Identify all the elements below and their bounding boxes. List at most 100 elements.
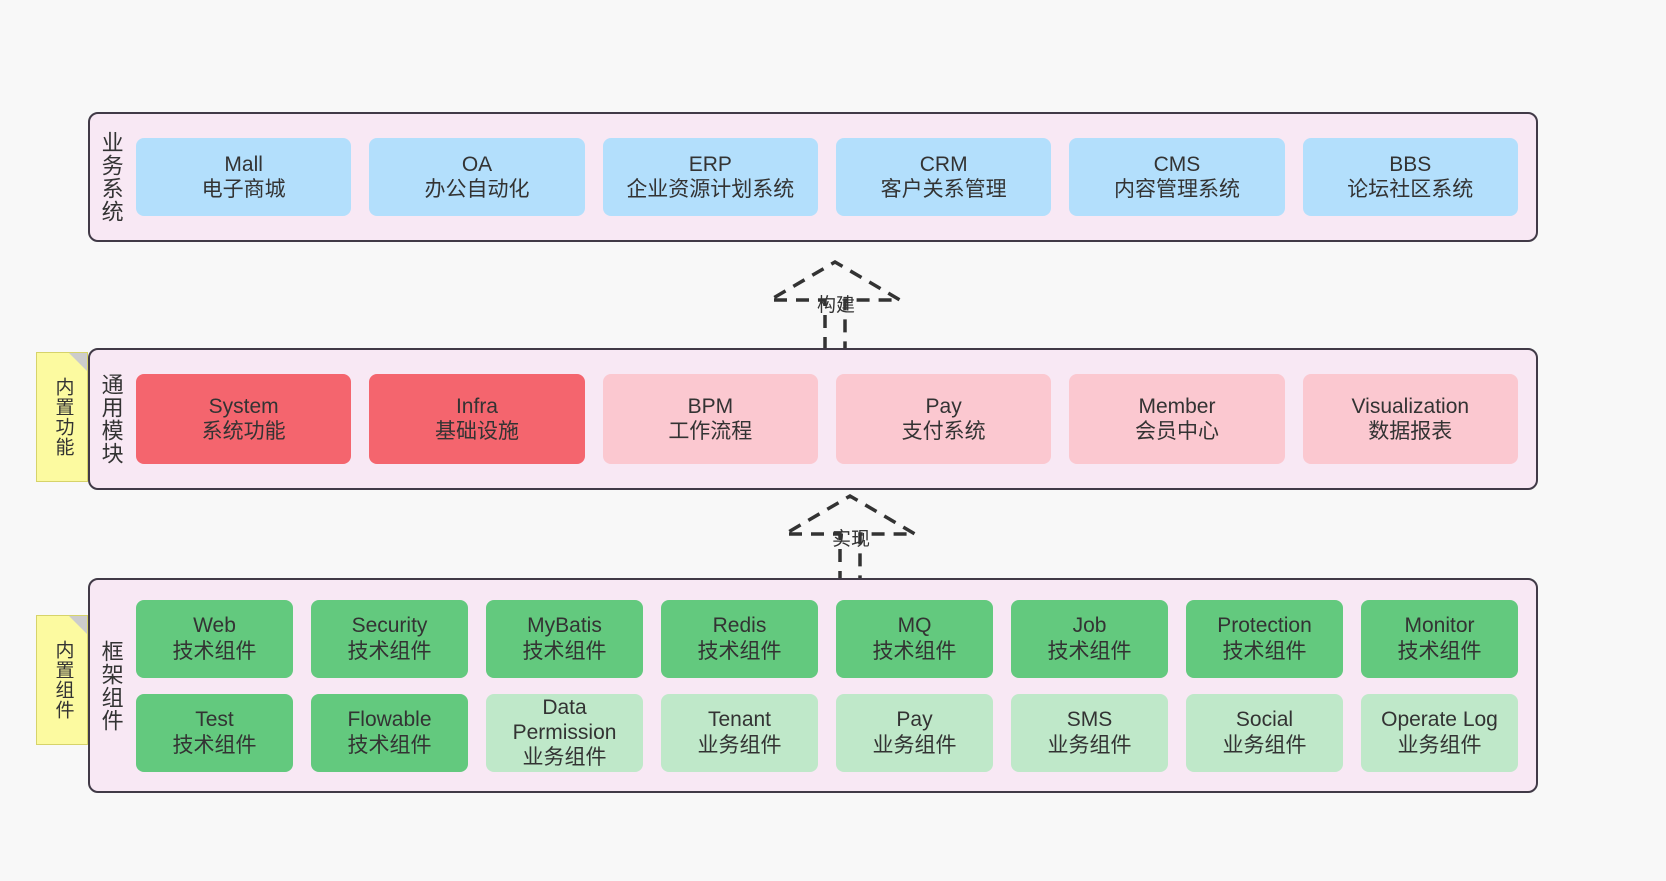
connector-implement: 实现: [770, 492, 930, 584]
tier-label-business-system: 业务系统: [98, 131, 124, 223]
module-subtitle: 支付系统: [901, 420, 986, 443]
component-title: Web: [193, 614, 236, 638]
module-title: Pay: [925, 394, 962, 418]
component-title: Protection: [1217, 614, 1312, 638]
tier-label-framework-component: 框架组件: [98, 639, 124, 732]
component-title: Data Permission: [512, 695, 617, 744]
component-subtitle: 业务组件: [522, 746, 607, 770]
component-box-test[interactable]: Test 技术组件: [136, 693, 293, 772]
component-subtitle: 业务组件: [1397, 733, 1482, 757]
component-box-job[interactable]: Job 技术组件: [1011, 599, 1168, 678]
module-title: CMS: [1153, 152, 1201, 176]
module-box-bbs[interactable]: BBS 论坛社区系统: [1302, 138, 1518, 216]
component-subtitle: 技术组件: [1222, 639, 1307, 663]
module-box-visualization[interactable]: Visualization 数据报表: [1302, 374, 1518, 464]
module-title: CRM: [919, 152, 968, 176]
module-subtitle: 数据报表: [1368, 420, 1453, 443]
component-box-protection[interactable]: Protection 技术组件: [1186, 599, 1343, 678]
component-subtitle: 技术组件: [172, 639, 257, 663]
component-box-data-permission[interactable]: Data Permission 业务组件: [486, 693, 643, 772]
tier-framework-component: 框架组件 Web 技术组件 Security 技术组件 MyBatis 技术组件…: [88, 578, 1538, 793]
module-box-member[interactable]: Member 会员中心: [1069, 374, 1285, 464]
tier-row: Web 技术组件 Security 技术组件 MyBatis 技术组件 Redi…: [136, 599, 1518, 678]
component-box-monitor[interactable]: Monitor 技术组件: [1361, 599, 1518, 678]
component-title: Tenant: [707, 708, 772, 732]
module-subtitle: 企业资源计划系统: [626, 178, 795, 201]
component-subtitle: 业务组件: [1222, 733, 1307, 757]
component-box-mybatis[interactable]: MyBatis 技术组件: [486, 599, 643, 678]
component-title: Pay: [896, 708, 933, 732]
tier-body-business-system: Mall 电子商城 OA 办公自动化 ERP 企业资源计划系统 CRM 客户关系…: [132, 114, 1536, 240]
module-subtitle: 工作流程: [668, 420, 753, 443]
module-box-cms[interactable]: CMS 内容管理系统: [1069, 138, 1285, 216]
tier-body-framework-component: Web 技术组件 Security 技术组件 MyBatis 技术组件 Redi…: [132, 580, 1536, 791]
module-subtitle: 基础设施: [434, 420, 519, 443]
component-box-sms[interactable]: SMS 业务组件: [1011, 693, 1168, 772]
generalization-arrow-icon: [763, 259, 907, 350]
module-subtitle: 论坛社区系统: [1347, 178, 1474, 201]
module-title: Mall: [224, 152, 263, 176]
connector-label-implement: 实现: [832, 529, 871, 550]
component-box-web[interactable]: Web 技术组件: [136, 599, 293, 678]
tier-row: System 系统功能 Infra 基础设施 BPM 工作流程 Pay 支付系统…: [136, 374, 1518, 464]
component-box-redis[interactable]: Redis 技术组件: [661, 599, 818, 678]
module-box-infra[interactable]: Infra 基础设施: [369, 374, 585, 464]
component-subtitle: 业务组件: [697, 733, 782, 757]
tier-business-system: 业务系统 Mall 电子商城 OA 办公自动化 ERP 企业资源计划系统 CRM…: [88, 112, 1538, 242]
tier-row: Test 技术组件 Flowable 技术组件 Data Permission …: [136, 693, 1518, 772]
component-box-tenant[interactable]: Tenant 业务组件: [661, 693, 818, 772]
generalization-arrow-icon: [778, 493, 922, 584]
component-title: Flowable: [347, 708, 432, 732]
connector-label-build: 构建: [817, 295, 856, 316]
component-subtitle: 技术组件: [1047, 639, 1132, 663]
component-box-mq[interactable]: MQ 技术组件: [836, 599, 993, 678]
component-title: MyBatis: [527, 614, 602, 638]
component-subtitle: 技术组件: [172, 733, 257, 757]
module-box-oa[interactable]: OA 办公自动化: [369, 138, 585, 216]
module-box-erp[interactable]: ERP 企业资源计划系统: [602, 138, 818, 216]
note-builtin-component: 内置组件: [36, 615, 88, 745]
component-title: Social: [1235, 708, 1294, 732]
module-box-crm[interactable]: CRM 客户关系管理: [835, 138, 1052, 216]
note-builtin-function: 内置功能: [36, 352, 88, 482]
module-box-bpm[interactable]: BPM 工作流程: [602, 374, 818, 464]
component-title: Test: [195, 708, 234, 732]
module-box-system[interactable]: System 系统功能: [136, 374, 352, 464]
module-box-mall[interactable]: Mall 电子商城: [136, 138, 352, 216]
component-subtitle: 技术组件: [1397, 639, 1482, 663]
tier-row: Mall 电子商城 OA 办公自动化 ERP 企业资源计划系统 CRM 客户关系…: [136, 138, 1518, 216]
component-title: Job: [1072, 614, 1107, 638]
tier-body-common-module: System 系统功能 Infra 基础设施 BPM 工作流程 Pay 支付系统…: [132, 350, 1536, 488]
component-box-flowable[interactable]: Flowable 技术组件: [311, 693, 468, 772]
module-subtitle: 会员中心: [1134, 420, 1219, 443]
module-subtitle: 办公自动化: [424, 178, 530, 201]
module-title: Visualization: [1351, 394, 1470, 418]
component-box-operate-log[interactable]: Operate Log 业务组件: [1361, 693, 1518, 772]
module-title: OA: [461, 152, 493, 176]
component-subtitle: 业务组件: [1047, 733, 1132, 757]
component-subtitle: 技术组件: [872, 639, 957, 663]
component-title: Monitor: [1404, 614, 1475, 638]
component-box-pay[interactable]: Pay 业务组件: [836, 693, 993, 772]
module-title: Member: [1138, 394, 1216, 418]
component-subtitle: 技术组件: [347, 639, 432, 663]
module-subtitle: 系统功能: [201, 420, 286, 443]
component-title: Security: [351, 614, 428, 638]
module-title: System: [208, 394, 279, 418]
component-title: SMS: [1066, 708, 1113, 732]
module-subtitle: 客户关系管理: [880, 178, 1007, 201]
module-title: ERP: [688, 152, 732, 176]
component-box-social[interactable]: Social 业务组件: [1186, 693, 1343, 772]
component-title: Operate Log: [1381, 708, 1498, 732]
component-subtitle: 业务组件: [872, 733, 957, 757]
module-box-pay[interactable]: Pay 支付系统: [835, 374, 1052, 464]
component-title: MQ: [897, 614, 932, 638]
component-subtitle: 技术组件: [697, 639, 782, 663]
connector-build: 构建: [755, 258, 915, 350]
component-title: Redis: [712, 614, 767, 638]
component-subtitle: 技术组件: [347, 733, 432, 757]
component-box-security[interactable]: Security 技术组件: [311, 599, 468, 678]
module-title: BPM: [687, 394, 734, 418]
module-title: Infra: [455, 394, 498, 418]
